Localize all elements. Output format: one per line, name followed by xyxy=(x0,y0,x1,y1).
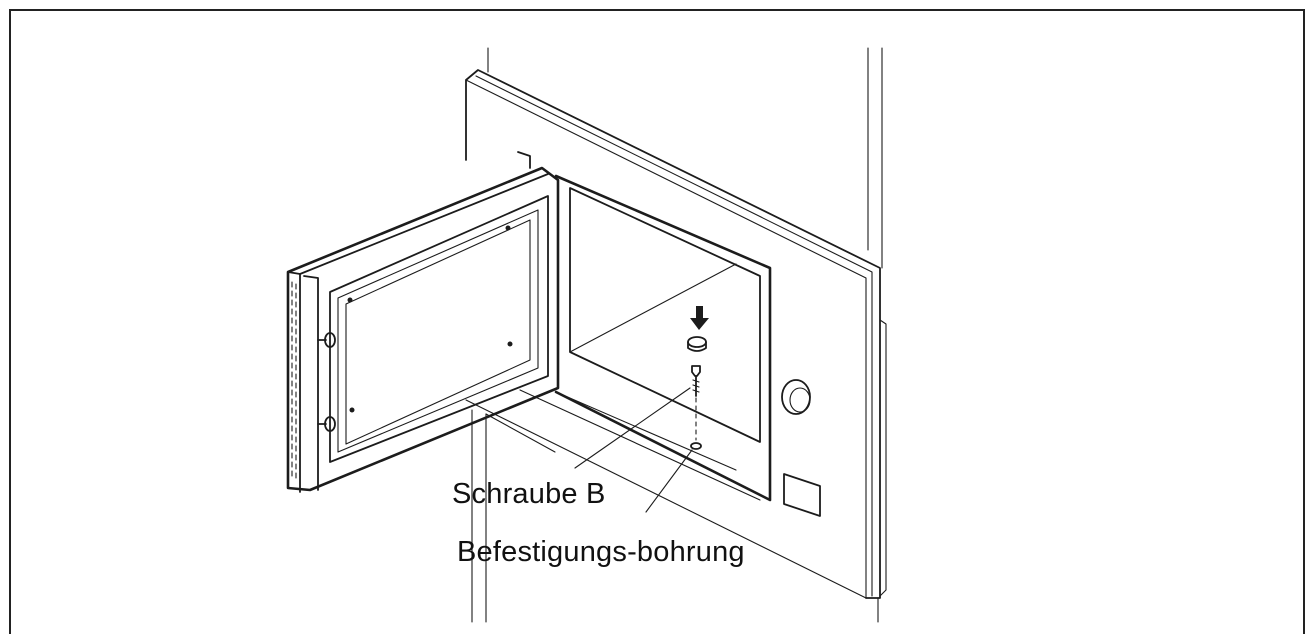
oven-door xyxy=(286,151,560,493)
oven-front-panel xyxy=(465,69,887,599)
cabinet-outline xyxy=(471,47,883,623)
mounting-hole-label: Befestigungs-bohrung xyxy=(457,536,745,568)
mounting-hole xyxy=(690,442,702,450)
figure-border xyxy=(9,9,1305,634)
oven-cavity xyxy=(519,174,772,502)
control-panel xyxy=(781,379,821,517)
hole-leader-line xyxy=(645,449,693,513)
arrow-down-icon xyxy=(690,306,709,330)
screw-b-label: Schraube B xyxy=(452,478,606,510)
washer-cap xyxy=(687,336,707,352)
screw-leader-line xyxy=(574,387,691,469)
screw-b xyxy=(691,365,701,441)
